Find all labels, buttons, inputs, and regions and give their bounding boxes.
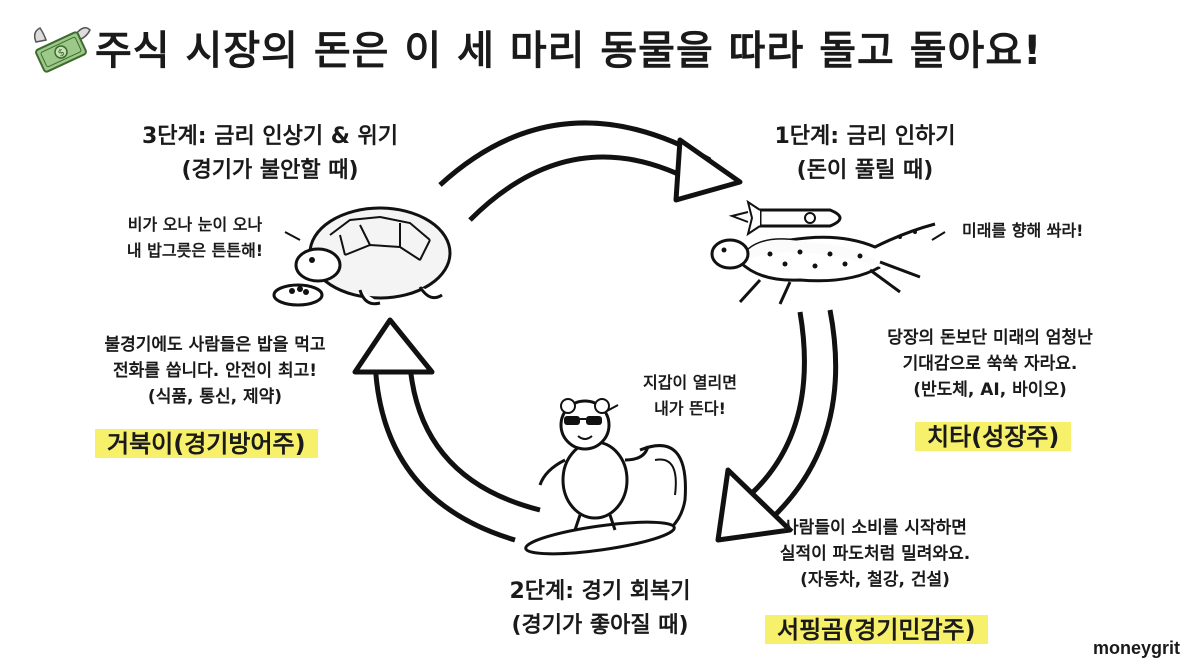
cheetah-speech: 미래를 향해 쏴라! <box>962 221 1084 240</box>
turtle-icon <box>272 206 452 307</box>
defensive-label-wrap: 거북이(경기방어주) <box>95 422 318 461</box>
brand-watermark: moneygrit <box>1082 634 1190 663</box>
cyclical-label: 서핑곰(경기민감주) <box>765 608 988 647</box>
growth-description: 당장의 돈보단 미래의 엄청난 기대감으로 쑥쑥 자라요. (반도체, AI, … <box>887 328 1093 400</box>
arrow-to-defensive <box>372 359 516 543</box>
cyclical-label-wrap: 서핑곰(경기민감주) <box>765 608 988 647</box>
svg-text:$: $ <box>56 47 66 60</box>
defensive-label: 거북이(경기방어주) <box>95 422 318 461</box>
stage-growth-title: 1단계: 금리 인하기 (돈이 풀릴 때) <box>774 124 956 183</box>
defensive-description: 불경기에도 사람들은 밥을 먹고 전화를 씁니다. 안전이 최고! (식품, 통… <box>104 335 326 407</box>
turtle-speech: 비가 오나 눈이 오나 내 밥그릇은 튼튼해! <box>126 215 264 260</box>
growth-label-wrap: 치타(성장주) <box>915 415 1072 454</box>
stage-defensive-title: 3단계: 금리 인상기 & 위기 (경기가 불안할 때) <box>141 124 399 183</box>
bear-speech: 지갑이 열리면 내가 뜬다! <box>643 373 737 418</box>
arrow-to-growth <box>438 120 712 187</box>
growth-label: 치타(성장주) <box>915 415 1072 454</box>
cheetah-rocket-icon <box>710 199 936 305</box>
stage-cyclical-title: 2단계: 경기 회복기 (경기가 좋아질 때) <box>509 579 691 638</box>
surfing-bear-icon <box>524 398 687 556</box>
cyclical-description: 사람들이 소비를 시작하면 실적이 파도처럼 밀려와요. (자동차, 철강, 건… <box>779 518 971 590</box>
money-with-wings-icon: $ <box>33 27 91 73</box>
arrow-to-cyclical <box>768 309 839 522</box>
page-title: 주식 시장의 돈은 이 세 마리 동물을 따라 돌고 돌아요! <box>95 28 1043 74</box>
